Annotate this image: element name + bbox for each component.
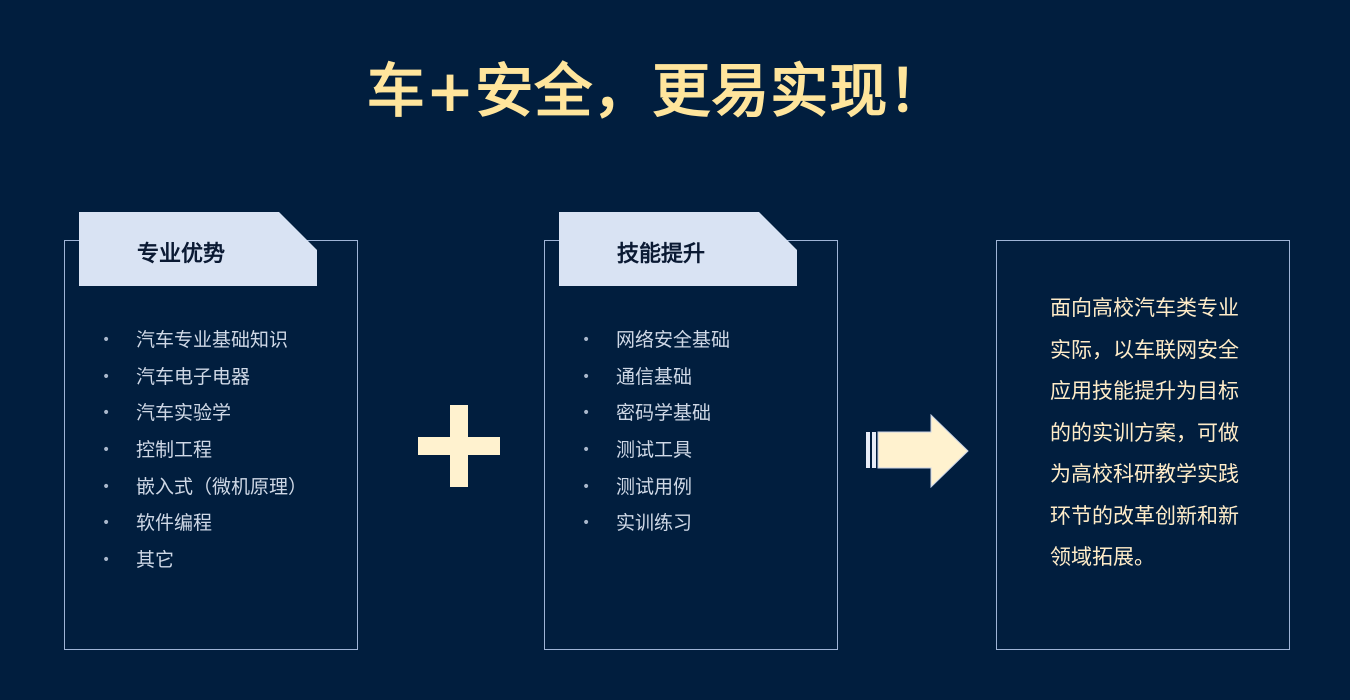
- list-item: 汽车实验学: [80, 395, 307, 432]
- list-item: 实训练习: [560, 505, 730, 542]
- list-item: 汽车专业基础知识: [80, 322, 307, 359]
- list-item: 控制工程: [80, 432, 307, 469]
- card-tab: 技能提升: [559, 212, 797, 286]
- plus-icon: [418, 405, 500, 487]
- advantage-list: 汽车专业基础知识 汽车电子电器 汽车实验学 控制工程 嵌入式（微机原理） 软件编…: [80, 322, 307, 579]
- list-item: 通信基础: [560, 359, 730, 396]
- card-heading: 专业优势: [137, 242, 226, 267]
- summary-text: 面向高校汽车类专业实际，以车联网安全应用技能提升为目标的的实训方案，可做为高校科…: [1050, 296, 1239, 569]
- card-tab: 专业优势: [79, 212, 317, 286]
- list-item: 嵌入式（微机原理）: [80, 469, 307, 506]
- skill-list: 网络安全基础 通信基础 密码学基础 测试工具 测试用例 实训练习: [560, 322, 730, 542]
- list-item: 汽车电子电器: [80, 359, 307, 396]
- list-item: 软件编程: [80, 505, 307, 542]
- list-item: 测试用例: [560, 469, 730, 506]
- card-summary: [996, 240, 1290, 650]
- page-title: 车+安全，更易实现！: [366, 57, 948, 125]
- list-item: 密码学基础: [560, 395, 730, 432]
- list-item: 网络安全基础: [560, 322, 730, 359]
- list-item: 测试工具: [560, 432, 730, 469]
- list-item: 其它: [80, 542, 307, 579]
- arrow-right-icon: [866, 414, 969, 488]
- card-heading: 技能提升: [617, 242, 706, 267]
